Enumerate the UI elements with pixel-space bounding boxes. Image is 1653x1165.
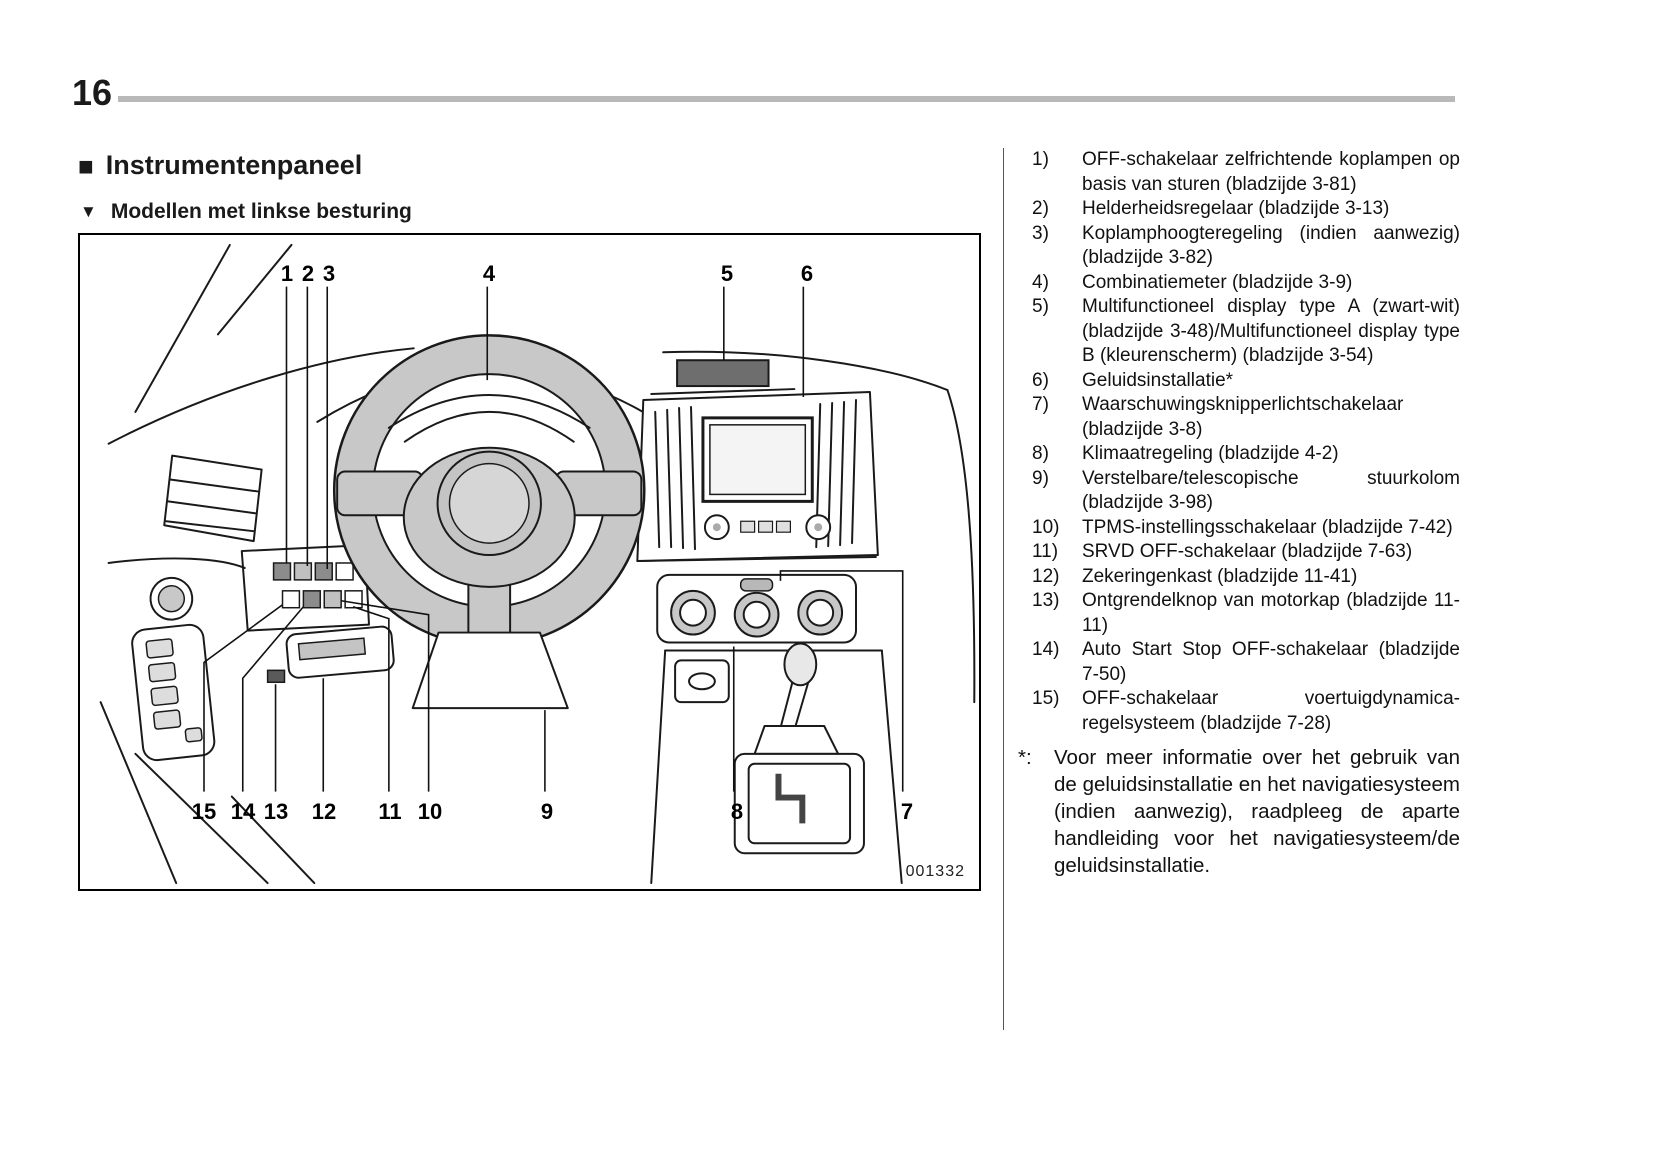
legend-item-text: OFF-schakelaar voertuigdynamica-regelsys… bbox=[1082, 688, 1460, 734]
legend-item: 3) Koplamphoogteregeling (indien aanwezi… bbox=[1032, 222, 1460, 271]
callout-label-8: 8 bbox=[730, 799, 744, 824]
callout-label-12: 12 bbox=[311, 799, 337, 824]
callout-label-9: 9 bbox=[540, 799, 554, 824]
audio-side-vents bbox=[654, 398, 857, 551]
legend-item-number: 2) bbox=[1032, 198, 1049, 219]
callout-label-10: 10 bbox=[417, 799, 443, 824]
legend-item-number: 14) bbox=[1032, 639, 1060, 660]
steering-column bbox=[411, 631, 569, 710]
legend-item-text: Helderheidsregelaar (bladzijde 3-13) bbox=[1082, 198, 1390, 219]
callout-label-6: 6 bbox=[800, 261, 814, 286]
legend-item-number: 10) bbox=[1032, 516, 1060, 538]
legend-item-text: Combinatiemeter (bladzijde 3-9) bbox=[1082, 271, 1353, 293]
legend-item-text: SRVD OFF-schakelaar (bladzijde 7-63) bbox=[1082, 541, 1413, 562]
callout-leader-lines bbox=[203, 286, 904, 792]
section-title-text: Instrumentenpaneel bbox=[105, 150, 363, 180]
legend-item: 9) Verstelbare/telescopische stuurkolom … bbox=[1032, 467, 1460, 516]
multifunction-display bbox=[650, 359, 796, 396]
footnote-marker: *: bbox=[1018, 746, 1032, 769]
callout-label-3: 3 bbox=[322, 261, 336, 286]
audio-unit bbox=[636, 391, 879, 562]
legend-item: 4) Combinatiemeter (bladzijde 3-9) bbox=[1032, 271, 1460, 296]
legend-item-number: 11) bbox=[1032, 541, 1059, 562]
legend-item-number: 6) bbox=[1032, 369, 1049, 391]
legend-item-number: 13) bbox=[1032, 590, 1060, 611]
legend-item-text: Geluidsinstallatie* bbox=[1082, 369, 1234, 391]
legend-item-text: Waarschuwingsknipperlichtschakelaar (bla… bbox=[1082, 394, 1404, 440]
callout-label-11: 11 bbox=[378, 799, 402, 824]
legend-item-number: 4) bbox=[1032, 271, 1049, 293]
legend-item: 1) OFF-schakelaar zelfrichtende koplampe… bbox=[1032, 148, 1460, 197]
door-switch-panel bbox=[131, 576, 216, 762]
header-rule bbox=[118, 96, 1455, 102]
climate-control-panel bbox=[656, 573, 857, 644]
callout-label-5: 5 bbox=[720, 261, 734, 286]
steering-wheel bbox=[332, 334, 646, 656]
legend-item-text: TPMS-instellingsschakelaar (bladzijde 7-… bbox=[1082, 516, 1453, 538]
instrument-panel-figure: 1 2 3 4 5 6 15 14 13 12 11 10 9 8 7 0013… bbox=[78, 233, 981, 891]
legend-item-number: 12) bbox=[1032, 565, 1060, 587]
legend-item-text: Ontgrendelknop van motorkap (bladzijde 1… bbox=[1082, 590, 1460, 636]
legend-item-number: 9) bbox=[1032, 467, 1049, 489]
legend-item: 10) TPMS-instellingsschakelaar (bladzijd… bbox=[1032, 516, 1460, 541]
dash-switch-panel bbox=[272, 562, 363, 609]
legend-list: 1) OFF-schakelaar zelfrichtende koplampe… bbox=[1018, 148, 1460, 879]
legend-item-text: Auto Start Stop OFF-schakelaar (bladzijd… bbox=[1082, 639, 1460, 685]
triangle-down-icon: ▼ bbox=[80, 202, 97, 221]
callout-label-4: 4 bbox=[482, 261, 496, 286]
legend-item: 7) Waarschuwingsknipperlichtschakelaar (… bbox=[1032, 393, 1460, 442]
dashboard-diagram bbox=[99, 243, 976, 885]
subsection-title-text: Modellen met linkse besturing bbox=[110, 200, 412, 223]
page-number: 16 bbox=[72, 72, 113, 113]
legend-item-number: 8) bbox=[1032, 443, 1049, 464]
legend-item: 14) Auto Start Stop OFF-schakelaar (blad… bbox=[1032, 638, 1460, 687]
legend-item-number: 7) bbox=[1032, 394, 1049, 415]
callout-label-13: 13 bbox=[263, 799, 289, 824]
legend-item-number: 3) bbox=[1032, 222, 1049, 244]
legend-item-number: 5) bbox=[1032, 296, 1049, 317]
hazard-switch bbox=[739, 578, 774, 592]
subsection-title: ▼ Modellen met linkse besturing bbox=[80, 200, 412, 224]
column-divider bbox=[1003, 148, 1004, 1030]
legend-item: 13) Ontgrendelknop van motorkap (bladzij… bbox=[1032, 589, 1460, 638]
figure-code: 001332 bbox=[905, 863, 965, 880]
legend-item: 8) Klimaatregeling (bladzijde 4-2) bbox=[1032, 442, 1460, 467]
legend-item: 5) Multifunctioneel display type A (zwar… bbox=[1032, 295, 1460, 369]
gear-shifter bbox=[733, 642, 865, 855]
legend-item: 15) OFF-schakelaar voertuigdynamica-rege… bbox=[1032, 687, 1460, 736]
section-title: ■ Instrumentenpaneel bbox=[78, 150, 362, 181]
legend-item-text: OFF-schakelaar zelfrichtende koplampen o… bbox=[1082, 149, 1460, 195]
black-square-icon: ■ bbox=[78, 150, 94, 181]
footnote: *: Voor meer informatie over het gebruik… bbox=[1018, 744, 1460, 879]
legend-item-text: Koplamphoogteregeling (indien aanwezig) … bbox=[1082, 222, 1460, 269]
legend-item: 11) SRVD OFF-schakelaar (bladzijde 7-63) bbox=[1032, 540, 1460, 565]
callout-label-14: 14 bbox=[230, 799, 256, 824]
callout-label-7: 7 bbox=[900, 799, 914, 824]
hood-release-lever bbox=[266, 669, 286, 684]
legend-item-number: 15) bbox=[1032, 688, 1060, 709]
left-air-vent bbox=[163, 454, 263, 543]
legend-item-text: Verstelbare/telescopische stuurkolom (bl… bbox=[1082, 467, 1460, 514]
legend-item-text: Multifunctioneel display type A (zwart-w… bbox=[1082, 296, 1460, 366]
legend-item-text: Klimaatregeling (bladzijde 4-2) bbox=[1082, 443, 1339, 464]
fuse-box-tray bbox=[285, 625, 395, 679]
legend-item: 6) Geluidsinstallatie* bbox=[1032, 369, 1460, 394]
callout-label-15: 15 bbox=[191, 799, 217, 824]
power-outlet-panel bbox=[674, 659, 730, 704]
legend-item: 12) Zekeringenkast (bladzijde 11-41) bbox=[1032, 565, 1460, 590]
legend-item-text: Zekeringenkast (bladzijde 11-41) bbox=[1082, 565, 1358, 587]
callout-label-1: 1 bbox=[280, 261, 294, 286]
legend-item-number: 1) bbox=[1032, 149, 1049, 170]
footnote-text: Voor meer informatie over het gebruik va… bbox=[1054, 746, 1460, 877]
legend-item: 2) Helderheidsregelaar (bladzijde 3-13) bbox=[1032, 197, 1460, 222]
callout-label-2: 2 bbox=[301, 261, 315, 286]
